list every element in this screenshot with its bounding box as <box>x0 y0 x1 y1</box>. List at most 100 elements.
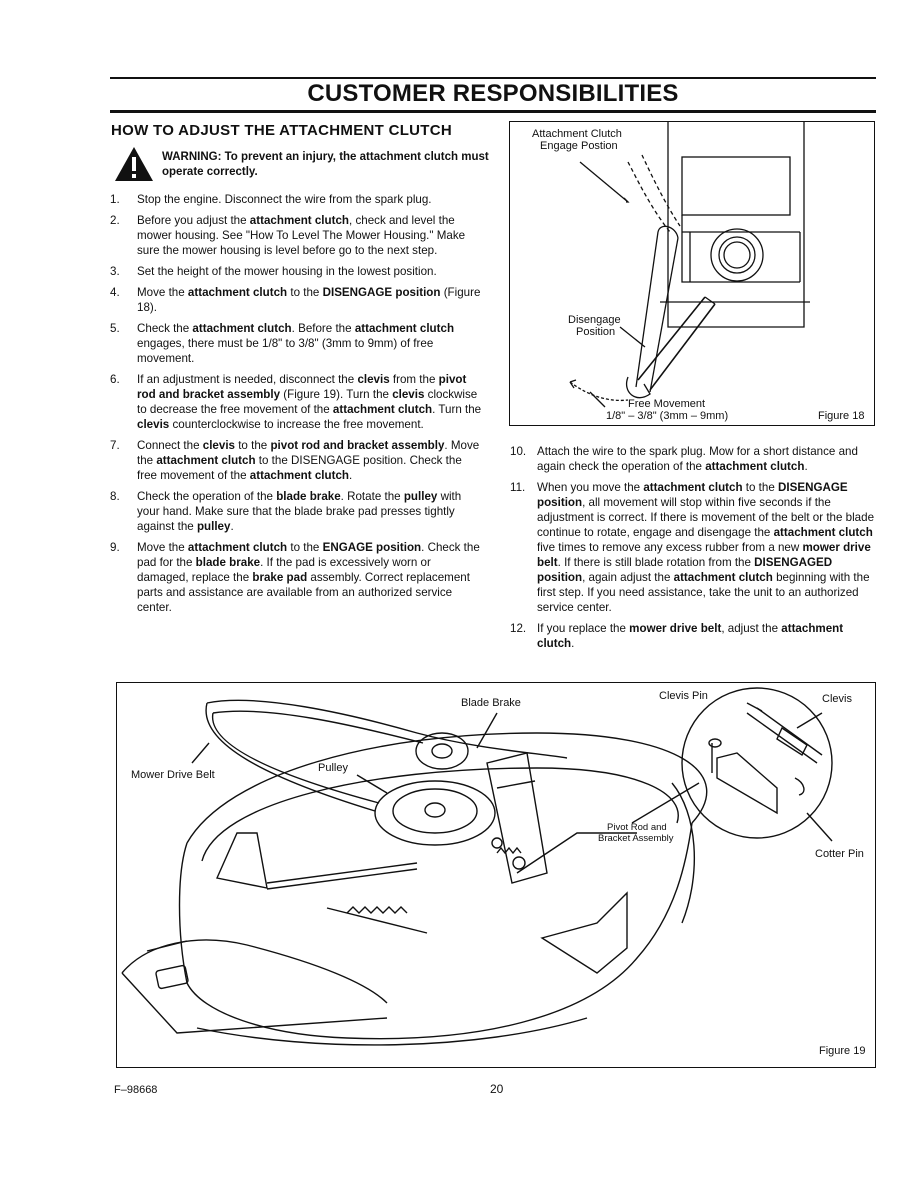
step-text-bold: clevis <box>202 439 235 452</box>
step-text: . Check the pad for the <box>137 541 480 569</box>
step-text-bold: mower drive belt <box>537 541 871 569</box>
steps-list-left: 1.Stop the engine. Disconnect the wire f… <box>110 192 482 621</box>
step-text: Connect the <box>137 439 203 452</box>
step-text: Check the operation of the <box>137 490 277 503</box>
step-number: 8. <box>110 490 120 503</box>
step-text: . Turn the <box>432 403 482 416</box>
step-text-bold: DISENGAGED position <box>537 556 833 584</box>
fig19-label-pulley: Pulley <box>318 762 348 774</box>
document-number: F–98668 <box>114 1084 158 1096</box>
fig19-label-clevis: Clevis <box>822 693 852 705</box>
step-text-bold: blade brake <box>195 556 261 569</box>
step-item: 8. Check the operation of the blade brake… <box>110 489 482 534</box>
step-text: When you move the <box>537 481 644 494</box>
step-text-bold: blade brake <box>276 490 341 503</box>
step-text: assembly. Correct replacement parts and … <box>137 571 470 614</box>
step-text: Check the <box>137 322 193 335</box>
step-item: 11. When you move the attachment clutch t… <box>510 480 878 615</box>
step-item: 12.If you replace the mower drive belt, … <box>510 621 878 651</box>
step-item: 5.Check the attachment clutch. Before th… <box>110 321 482 366</box>
header-rule-bottom <box>110 110 876 113</box>
step-text: clockwise to decrease the free movement … <box>137 388 478 416</box>
step-text-bold: clevis <box>357 373 390 386</box>
fig19-label-clevis-pin: Clevis Pin <box>659 690 708 702</box>
step-text-bold: pivot rod and bracket assembly <box>137 373 467 401</box>
figure-19: Blade Brake Clevis Pin Clevis Mower Driv… <box>116 682 876 1068</box>
step-text: . <box>349 469 353 482</box>
step-text-bold: clevis <box>392 388 425 401</box>
figure-18: Attachment Clutch Engage Postion Disenga… <box>509 121 875 426</box>
step-text: counterclockwise to increase the free mo… <box>169 418 424 431</box>
step-text: , again adjust the <box>582 571 674 584</box>
step-text: to the <box>287 286 323 299</box>
step-text: . Move the <box>137 439 480 467</box>
step-text-bold: attachment clutch <box>354 322 455 335</box>
warning-text: WARNING: To prevent an injury, the attac… <box>162 151 489 178</box>
step-text-bold: attachment clutch <box>537 622 844 650</box>
step-text-bold: clevis <box>137 418 170 431</box>
step-item: 3.Set the height of the mower housing in… <box>110 264 482 279</box>
fig19-label-pivot-1: Pivot Rod and <box>607 822 667 833</box>
step-text-bold: mower drive belt <box>629 622 722 635</box>
step-text-bold: pulley <box>196 520 231 533</box>
fig18-label-engage-1: Attachment Clutch <box>532 128 622 140</box>
step-text: Move the <box>137 541 188 554</box>
step-number: 11. <box>510 481 526 494</box>
page-title: CUSTOMER RESPONSIBILITIES <box>307 80 679 107</box>
step-item: 10.Attach the wire to the spark plug. Mo… <box>510 444 878 474</box>
step-text: five times to remove any excess rubber f… <box>537 541 803 554</box>
step-text-bold: attachment clutch <box>705 460 805 473</box>
step-number: 12. <box>510 622 527 635</box>
fig19-label-pivot-2: Bracket Assembly <box>598 833 674 844</box>
fig18-caption: Figure 18 <box>818 410 865 422</box>
fig18-label-free-1: Free Movement <box>628 398 706 410</box>
warning-triangle-icon <box>115 147 153 181</box>
step-number: 1. <box>110 193 120 206</box>
section-heading: HOW TO ADJUST THE ATTACHMENT CLUTCH <box>111 122 453 139</box>
step-text: , all movement will stop within five sec… <box>537 496 875 539</box>
step-text: . If there is still blade rotation from … <box>557 556 755 569</box>
step-text: Set the height of the mower housing in t… <box>137 265 437 278</box>
step-item: 9.Move the attachment clutch to the ENGA… <box>110 540 482 615</box>
step-text-bold: attachment clutch <box>249 469 349 482</box>
step-text-bold: pivot rod and bracket assembly <box>270 439 445 452</box>
step-text-bold: attachment clutch <box>673 571 773 584</box>
step-text-bold: attachment clutch <box>249 214 350 227</box>
step-item: 4.Move the attachment clutch to the DISE… <box>110 285 482 315</box>
step-text: from the <box>389 373 439 386</box>
step-text-bold: attachment clutch <box>187 541 288 554</box>
fig18-label-disengage-2: Position <box>576 326 616 338</box>
fig18-label-free-2: 1/8" – 3/8" (3mm – 9mm) <box>606 410 729 422</box>
step-number: 4. <box>110 286 120 299</box>
step-number: 2. <box>110 214 120 227</box>
step-text: (Figure 18). <box>137 286 481 314</box>
page-number: 20 <box>490 1082 504 1096</box>
step-text: If you replace the <box>537 622 630 635</box>
fig19-label-cotter-pin: Cotter Pin <box>815 848 864 860</box>
step-number: 7. <box>110 439 120 452</box>
step-text-bold: attachment clutch <box>187 286 288 299</box>
step-text: . <box>571 637 575 650</box>
step-text: to the <box>234 439 271 452</box>
step-number: 9. <box>110 541 120 554</box>
fig18-label-disengage-1: Disengage <box>568 314 621 326</box>
step-number: 5. <box>110 322 120 335</box>
step-text: with your hand. Make sure that the blade… <box>137 490 462 533</box>
fig19-label-blade-brake: Blade Brake <box>461 697 521 709</box>
step-text: If an adjustment is needed, disconnect t… <box>137 373 358 386</box>
step-text-bold: attachment clutch <box>332 403 433 416</box>
step-text-bold: brake pad <box>252 571 308 584</box>
step-text: to the <box>287 541 323 554</box>
step-text: . <box>804 460 808 473</box>
fig18-label-engage-2: Engage Postion <box>540 140 618 152</box>
step-text: to the DISENGAGE position. Check the fre… <box>137 454 462 482</box>
figure-18-drawing <box>569 122 810 408</box>
step-item: 2.Before you adjust the attachment clutc… <box>110 213 482 258</box>
figure-19-drawing <box>121 687 833 1046</box>
step-text: . <box>230 520 234 533</box>
step-text: to the <box>742 481 779 494</box>
step-text-bold: attachment clutch <box>192 322 292 335</box>
fig19-caption: Figure 19 <box>819 1045 866 1057</box>
step-text: Move the <box>137 286 188 299</box>
step-text-bold: DISENGAGE position <box>537 481 848 509</box>
